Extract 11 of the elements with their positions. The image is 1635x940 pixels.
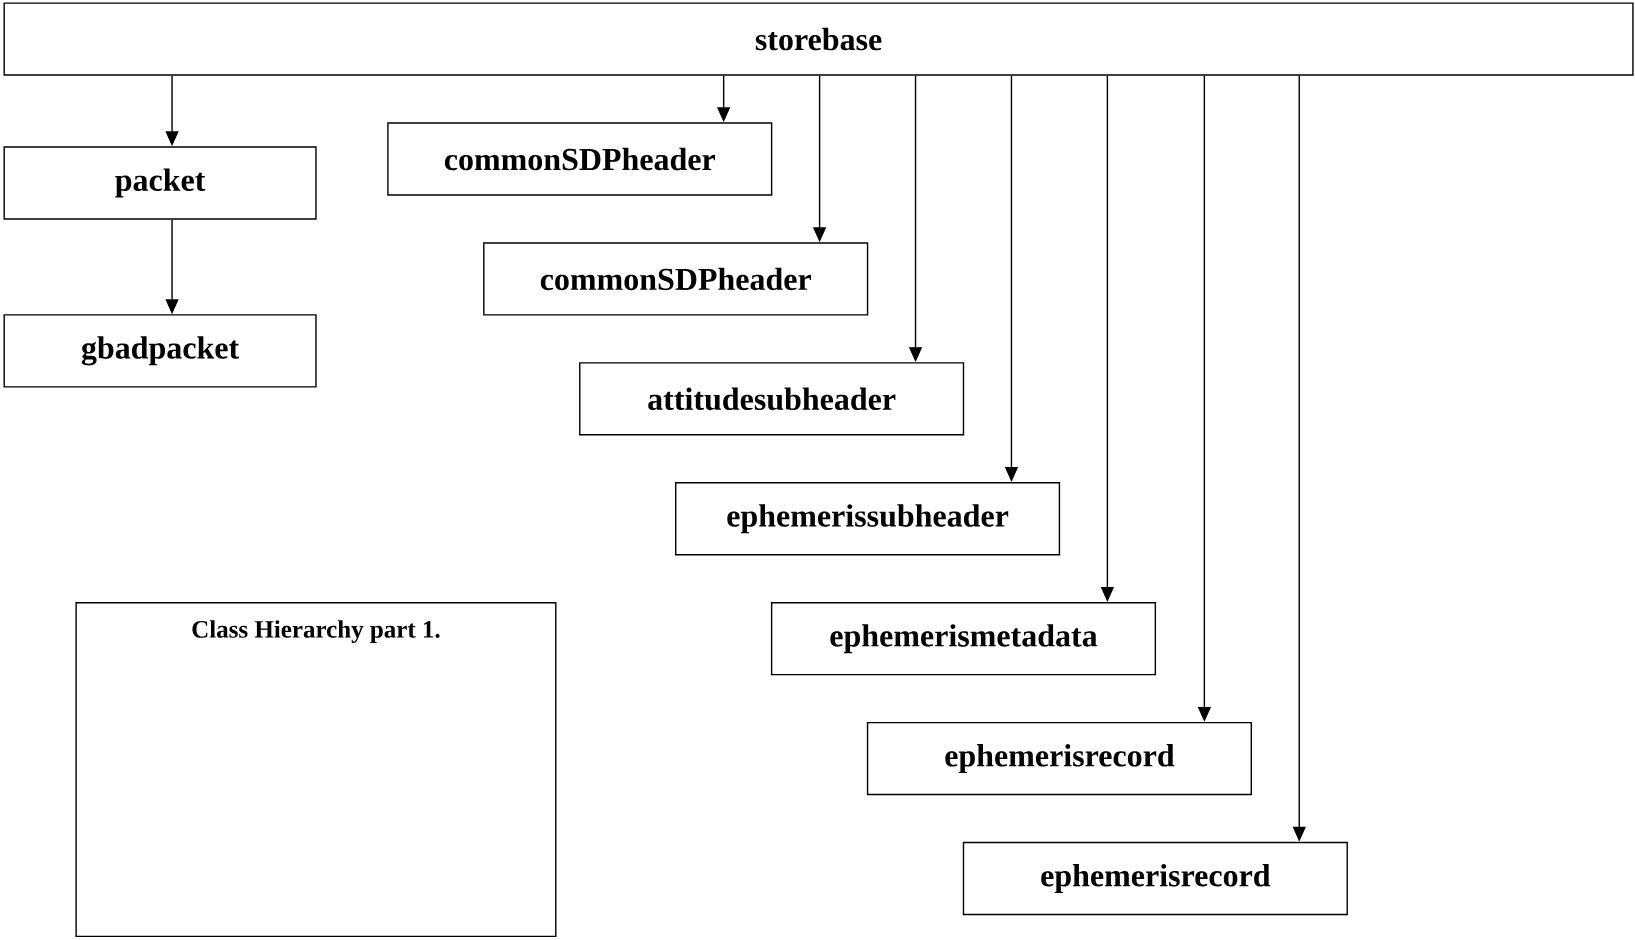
class-box: attitudesubheader (579, 362, 965, 436)
class-box: packet (3, 146, 317, 220)
note-box: Class Hierarchy part 1. (75, 602, 557, 938)
class-box: commonSDPheader (387, 122, 773, 196)
class-box: storebase (3, 2, 1634, 76)
class-box: ephemerisrecord (962, 841, 1348, 916)
class-box: ephemerisrecord (866, 721, 1252, 796)
class-box: commonSDPheader (483, 242, 869, 316)
class-box: ephemerismetadata (770, 602, 1157, 676)
class-box: gbadpacket (3, 314, 317, 388)
class-box: ephemerissubheader (675, 482, 1061, 556)
